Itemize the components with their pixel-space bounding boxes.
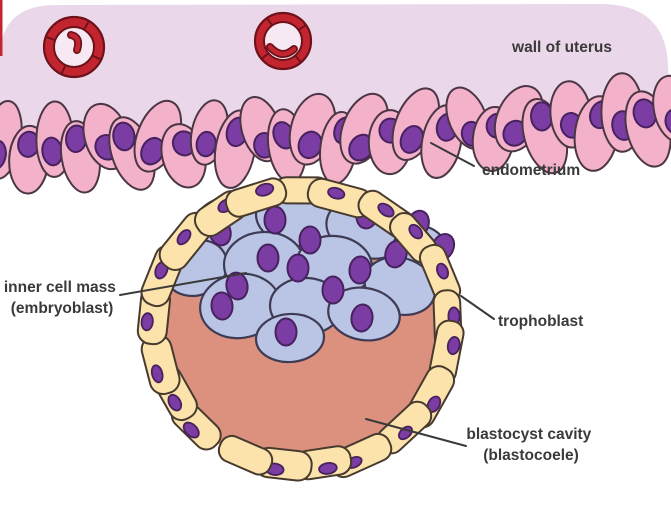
vessel-wall-segment — [266, 17, 273, 27]
blood-vessel-right — [253, 11, 313, 71]
trophoblast-cell-nucleus — [408, 223, 424, 240]
label-blastocyst-cavity: blastocyst cavity (blastocoele) — [466, 426, 595, 464]
label-blastocyst-cavity-line2: (blastocoele) — [483, 447, 579, 464]
red-blood-cell — [267, 44, 297, 57]
label-inner-cell-mass-line1: inner cell mass — [4, 279, 116, 296]
vessel-outer-outline — [42, 15, 106, 79]
vessel-wall-segment — [45, 35, 56, 42]
icm-cell-nucleus — [286, 253, 310, 283]
trophoblast-cell-nucleus — [182, 421, 200, 439]
trophoblast-cell-nucleus — [255, 182, 275, 197]
vessel-inner-outline — [53, 26, 95, 68]
red-blood-cell — [68, 32, 81, 53]
icm-cell-nucleus — [350, 303, 374, 333]
label-trophoblast: trophoblast — [498, 313, 583, 330]
trophoblast-cell-nucleus — [140, 312, 154, 332]
vessel-inner-outline — [263, 21, 303, 61]
icm-cell-nucleus — [298, 225, 322, 255]
trophoblast-cell-nucleus — [436, 262, 449, 280]
icm-cell-nucleus — [321, 275, 345, 305]
trophoblast-pointer-line — [460, 295, 495, 320]
trophoblast-cell-nucleus — [377, 202, 395, 218]
trophoblast-cell-nucleus — [446, 336, 461, 356]
trophoblast-cell — [217, 434, 274, 476]
label-blastocyst-cavity-line1: blastocyst cavity — [466, 426, 591, 443]
vessel-wall-segment — [83, 20, 90, 31]
endometrium-layer — [0, 72, 671, 195]
vessel-outer-outline — [253, 11, 313, 71]
label-wall-of-uterus: wall of uterus — [511, 39, 612, 56]
vessel-wall-segment — [260, 52, 270, 60]
blood-vessels — [42, 11, 313, 79]
blood-vessel-left — [42, 15, 106, 79]
vessel-wall-segment — [91, 54, 102, 61]
endometrium-cell-body — [652, 74, 671, 143]
left-edge-artifact — [0, 0, 3, 56]
trophoblast-cell — [306, 177, 373, 219]
endometrium-cell-nucleus — [112, 121, 136, 152]
endometrium-cell-nucleus — [530, 101, 554, 132]
trophoblast-ring — [136, 176, 465, 482]
icm-cell-nucleus — [274, 317, 298, 347]
pointer-lines — [119, 142, 495, 447]
trophoblast-cell — [418, 243, 462, 305]
icm-cell-nucleus — [256, 243, 280, 273]
blastocyst — [136, 176, 465, 482]
icm-cell-nucleus — [225, 271, 249, 301]
endometrium-pointer-line — [430, 142, 475, 167]
label-endometrium: endometrium — [482, 162, 580, 179]
vessel-wall-segment — [294, 54, 302, 64]
trophoblast-cell-nucleus — [150, 364, 164, 384]
trophoblast-cell-nucleus — [176, 229, 192, 246]
trophoblast-cell-nucleus — [327, 186, 346, 200]
trophoblast-cell-body — [217, 434, 274, 476]
icm-cell-nucleus — [348, 255, 372, 285]
vessel-wall-segment — [297, 24, 307, 31]
icm-cell-nucleus — [210, 291, 234, 321]
trophoblast-cell — [224, 177, 288, 218]
label-inner-cell-mass: inner cell mass (embryoblast) — [4, 279, 120, 317]
vessel-wall-segment — [60, 64, 67, 75]
blastocyst-cavity-pointer-line — [365, 418, 467, 447]
inner-cell-mass-pointer-line — [119, 272, 247, 296]
trophoblast-cell-nucleus — [167, 393, 183, 412]
label-inner-cell-mass-line2: (embryoblast) — [11, 300, 114, 317]
icm-cell-nucleus — [263, 205, 287, 235]
trophoblast-cell-nucleus — [318, 462, 338, 475]
endometrium-cell-nucleus — [0, 139, 7, 171]
